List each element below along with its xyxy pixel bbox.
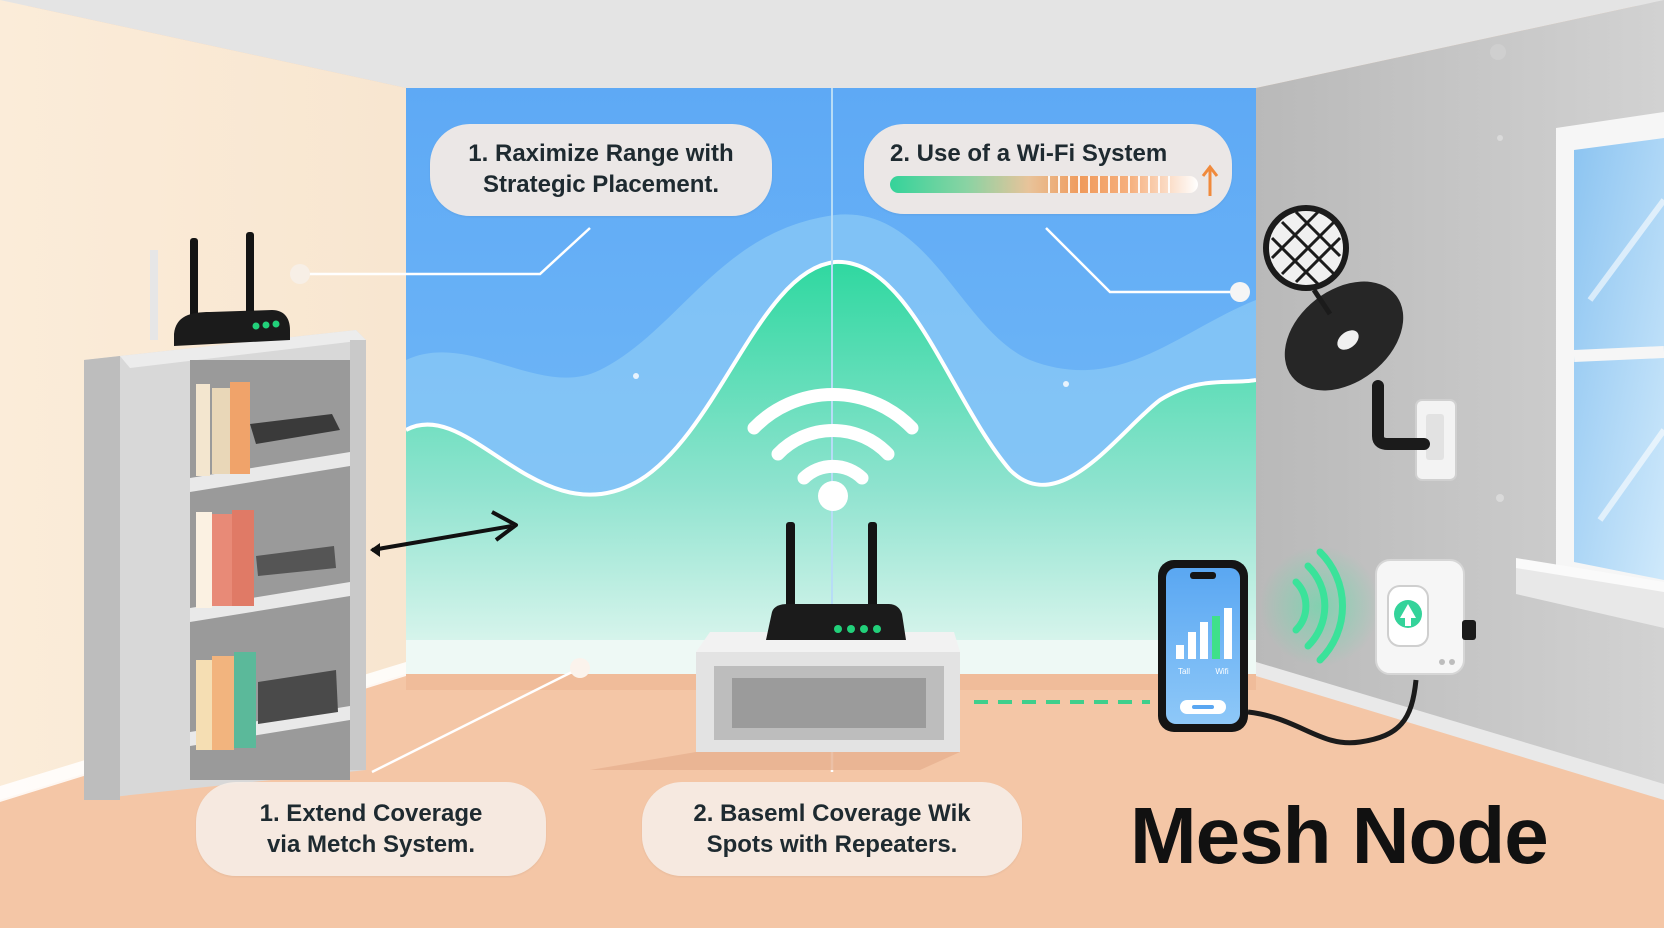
callout-line: 2. Use of a Wi-Fi System xyxy=(890,140,1168,167)
bookshelf-icon xyxy=(84,330,366,800)
wireless-waves-icon xyxy=(1260,546,1380,666)
callout-extend-coverage: 1. Extend Coverage via Metch System. xyxy=(196,782,546,876)
mesh-node-icon xyxy=(1375,559,1476,675)
window xyxy=(1516,112,1664,628)
phone-label-right: Wifi xyxy=(1215,667,1229,676)
router-stand xyxy=(590,632,960,770)
signal-strength-bar xyxy=(890,176,1198,193)
phone-label-left: Tall xyxy=(1178,667,1190,676)
callout-wifi-system: 2. Use of a Wi-Fi System xyxy=(864,124,1232,214)
smartphone-icon: Tall Wifi xyxy=(1158,560,1248,732)
satellite-dish-icon xyxy=(1263,205,1457,481)
direction-arrow xyxy=(370,510,518,557)
arrow-up-icon xyxy=(1201,164,1219,196)
router-icon xyxy=(766,522,906,640)
wifi-icon xyxy=(747,388,919,511)
callout-line: 2. Baseml Coverage Wik xyxy=(693,800,971,827)
router-icon xyxy=(150,232,290,346)
callout-line: 1. Extend Coverage xyxy=(259,800,483,827)
callout-line: Spots with Repeaters. xyxy=(706,831,958,858)
callout-line: via Metch System. xyxy=(266,831,476,858)
brand-title: Mesh Node xyxy=(1130,791,1549,880)
ceiling xyxy=(0,0,1664,88)
power-cable xyxy=(1247,679,1419,746)
callout-repeaters: 2. Baseml Coverage Wik Spots with Repeat… xyxy=(642,782,1022,876)
callout-line: Strategic Placement. xyxy=(482,171,720,198)
callout-range-placement: 1. Raximize Range with Strategic Placeme… xyxy=(430,124,772,216)
callout-line: 1. Raximize Range with xyxy=(468,140,734,167)
